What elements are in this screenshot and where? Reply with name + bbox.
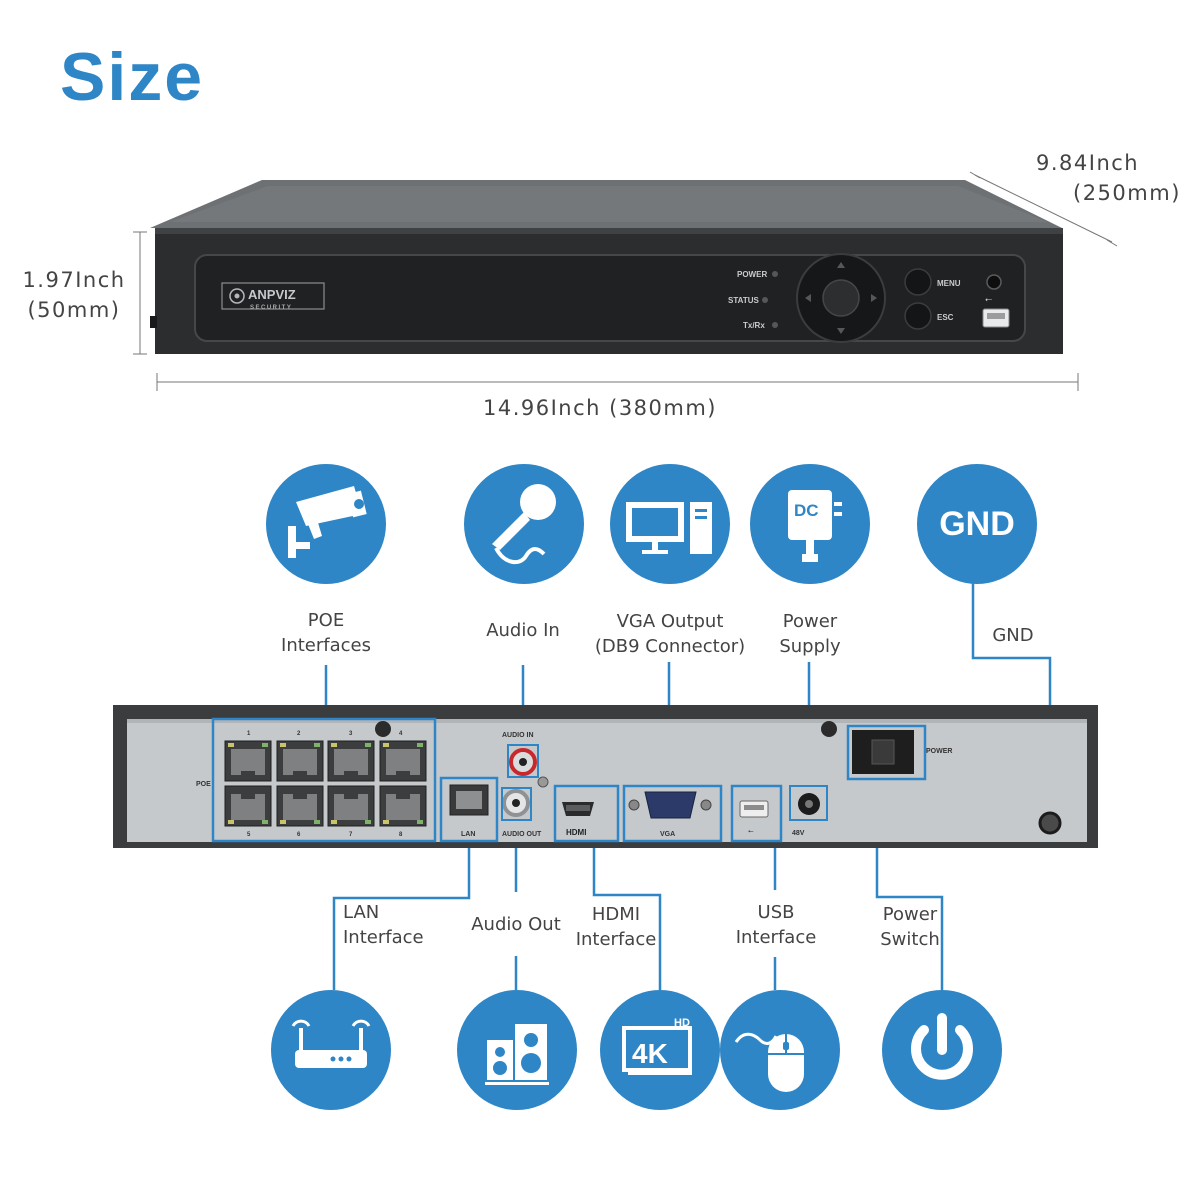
hdmi-highlight-box (553, 784, 620, 843)
depth-mm: (250mm) (1073, 181, 1181, 205)
svg-text:4: 4 (399, 731, 403, 737)
power-supply-label-line2: Supply (779, 636, 841, 657)
speakers-icon (457, 990, 577, 1110)
screw (821, 721, 837, 737)
svg-text:8: 8 (399, 832, 403, 838)
led-power-label: POWER (737, 270, 767, 279)
poe-port (379, 785, 427, 827)
svg-text:3: 3 (349, 731, 353, 737)
depth-dimension-line (974, 174, 1113, 243)
esc-label: ESC (937, 313, 954, 322)
poe-port (379, 740, 427, 782)
svg-text:5: 5 (247, 832, 251, 838)
power-switch-label-line2: Switch (880, 929, 940, 950)
width-dimension: 14.96Inch (380mm) (482, 396, 718, 420)
svg-text:7: 7 (349, 832, 353, 838)
lan-panel-label: LAN (461, 831, 475, 838)
height-inch: 1.97Inch (22, 268, 126, 292)
hdmi-label-line1: HDMI (591, 904, 641, 925)
poe-port-block (224, 740, 427, 827)
monitor-pc-icon (610, 464, 730, 584)
power-button-icon (882, 990, 1002, 1110)
usb-label-line2: Interface (735, 927, 817, 948)
esc-button-shape (904, 302, 932, 330)
power-switch-highlight-box (846, 724, 927, 781)
vga-label-line1: VGA Output (616, 611, 724, 632)
poe-label-line1: POE (307, 610, 345, 631)
lan-highlight-box (439, 776, 499, 843)
dc-adapter-icon: DC (750, 464, 870, 584)
hdmi-connector-line (592, 842, 662, 990)
led-txrx (772, 322, 778, 328)
poe-port (327, 785, 375, 827)
led-status (762, 297, 768, 303)
svg-text:6: 6 (297, 832, 301, 838)
mouse-icon (720, 990, 840, 1110)
menu-button-shape (904, 268, 932, 296)
brand-badge (221, 282, 325, 310)
usb-highlight-box (730, 784, 783, 843)
power-panel-label: POWER (926, 748, 952, 755)
brand-sub: SECURITY (250, 305, 292, 311)
vga-port (644, 791, 697, 819)
audio-out-panel-label: AUDIO OUT (502, 831, 542, 838)
vga-panel-label: VGA (660, 831, 675, 838)
gnd-label: GND (992, 625, 1034, 646)
hdmi-panel-label: HDMI (566, 828, 586, 837)
led-power (772, 271, 778, 277)
led-status-label: STATUS (728, 296, 759, 305)
poe-highlight-box (211, 717, 437, 843)
usb-symbol-icon: ⭠ (985, 294, 992, 304)
poe-label-line2: Interfaces (281, 635, 371, 656)
gnd-icon-text: GND (939, 505, 1015, 543)
nav-pad-center (822, 279, 860, 317)
menu-label: MENU (937, 279, 961, 288)
audio-in-panel-label: AUDIO IN (502, 732, 534, 739)
svg-text:2: 2 (297, 731, 301, 737)
microphone-icon (464, 464, 584, 584)
hd-icon-text: HD (674, 1017, 690, 1029)
ir-sensor (986, 274, 1002, 290)
router-icon (271, 990, 391, 1110)
usb-label-line1: USB (757, 902, 795, 923)
poe-camera-icon (266, 464, 386, 584)
rear-usb-symbol-icon: ⭠ (748, 828, 754, 835)
brand-name: ANPVIZ (248, 287, 296, 302)
hdmi-label-line2: Interface (575, 929, 657, 950)
gnd-screw (1038, 811, 1062, 835)
led-txrx-label: Tx/Rx (743, 321, 765, 330)
front-device-illustration: ANPVIZ SECURITY POWER STATUS Tx/Rx MENU … (133, 171, 1118, 391)
height-mm: (50mm) (27, 298, 121, 322)
poe-panel-label: POE (196, 781, 211, 788)
power-switch-label-line1: Power (882, 904, 938, 925)
dc-panel-label: 48V (792, 830, 805, 837)
svg-text:1: 1 (247, 731, 251, 737)
depth-inch: 9.84Inch (1036, 151, 1140, 175)
poe-port (327, 740, 375, 782)
poe-port (224, 785, 272, 827)
lan-label-line1: LAN (343, 902, 380, 923)
vga-label-line2: (DB9 Connector) (594, 636, 746, 657)
poe-port (224, 740, 272, 782)
poe-port (276, 785, 324, 827)
poe-port (276, 740, 324, 782)
4k-icon-text: 4K (632, 1038, 668, 1069)
brand-logo-icon (229, 288, 245, 304)
vga-highlight-box (622, 784, 723, 843)
lan-label-line2: Interface (343, 927, 424, 948)
dc-icon-text: DC (794, 501, 819, 520)
audio-out-label: Audio Out (471, 914, 561, 935)
page-title: Size (60, 39, 205, 115)
hd-4k-icon: 4K HD (600, 990, 720, 1110)
screw (375, 721, 391, 737)
lan-connector-line (332, 842, 471, 990)
audio-in-label: Audio In (486, 620, 560, 641)
power-supply-label-line1: Power (782, 611, 838, 632)
gnd-icon: GND (917, 464, 1037, 584)
